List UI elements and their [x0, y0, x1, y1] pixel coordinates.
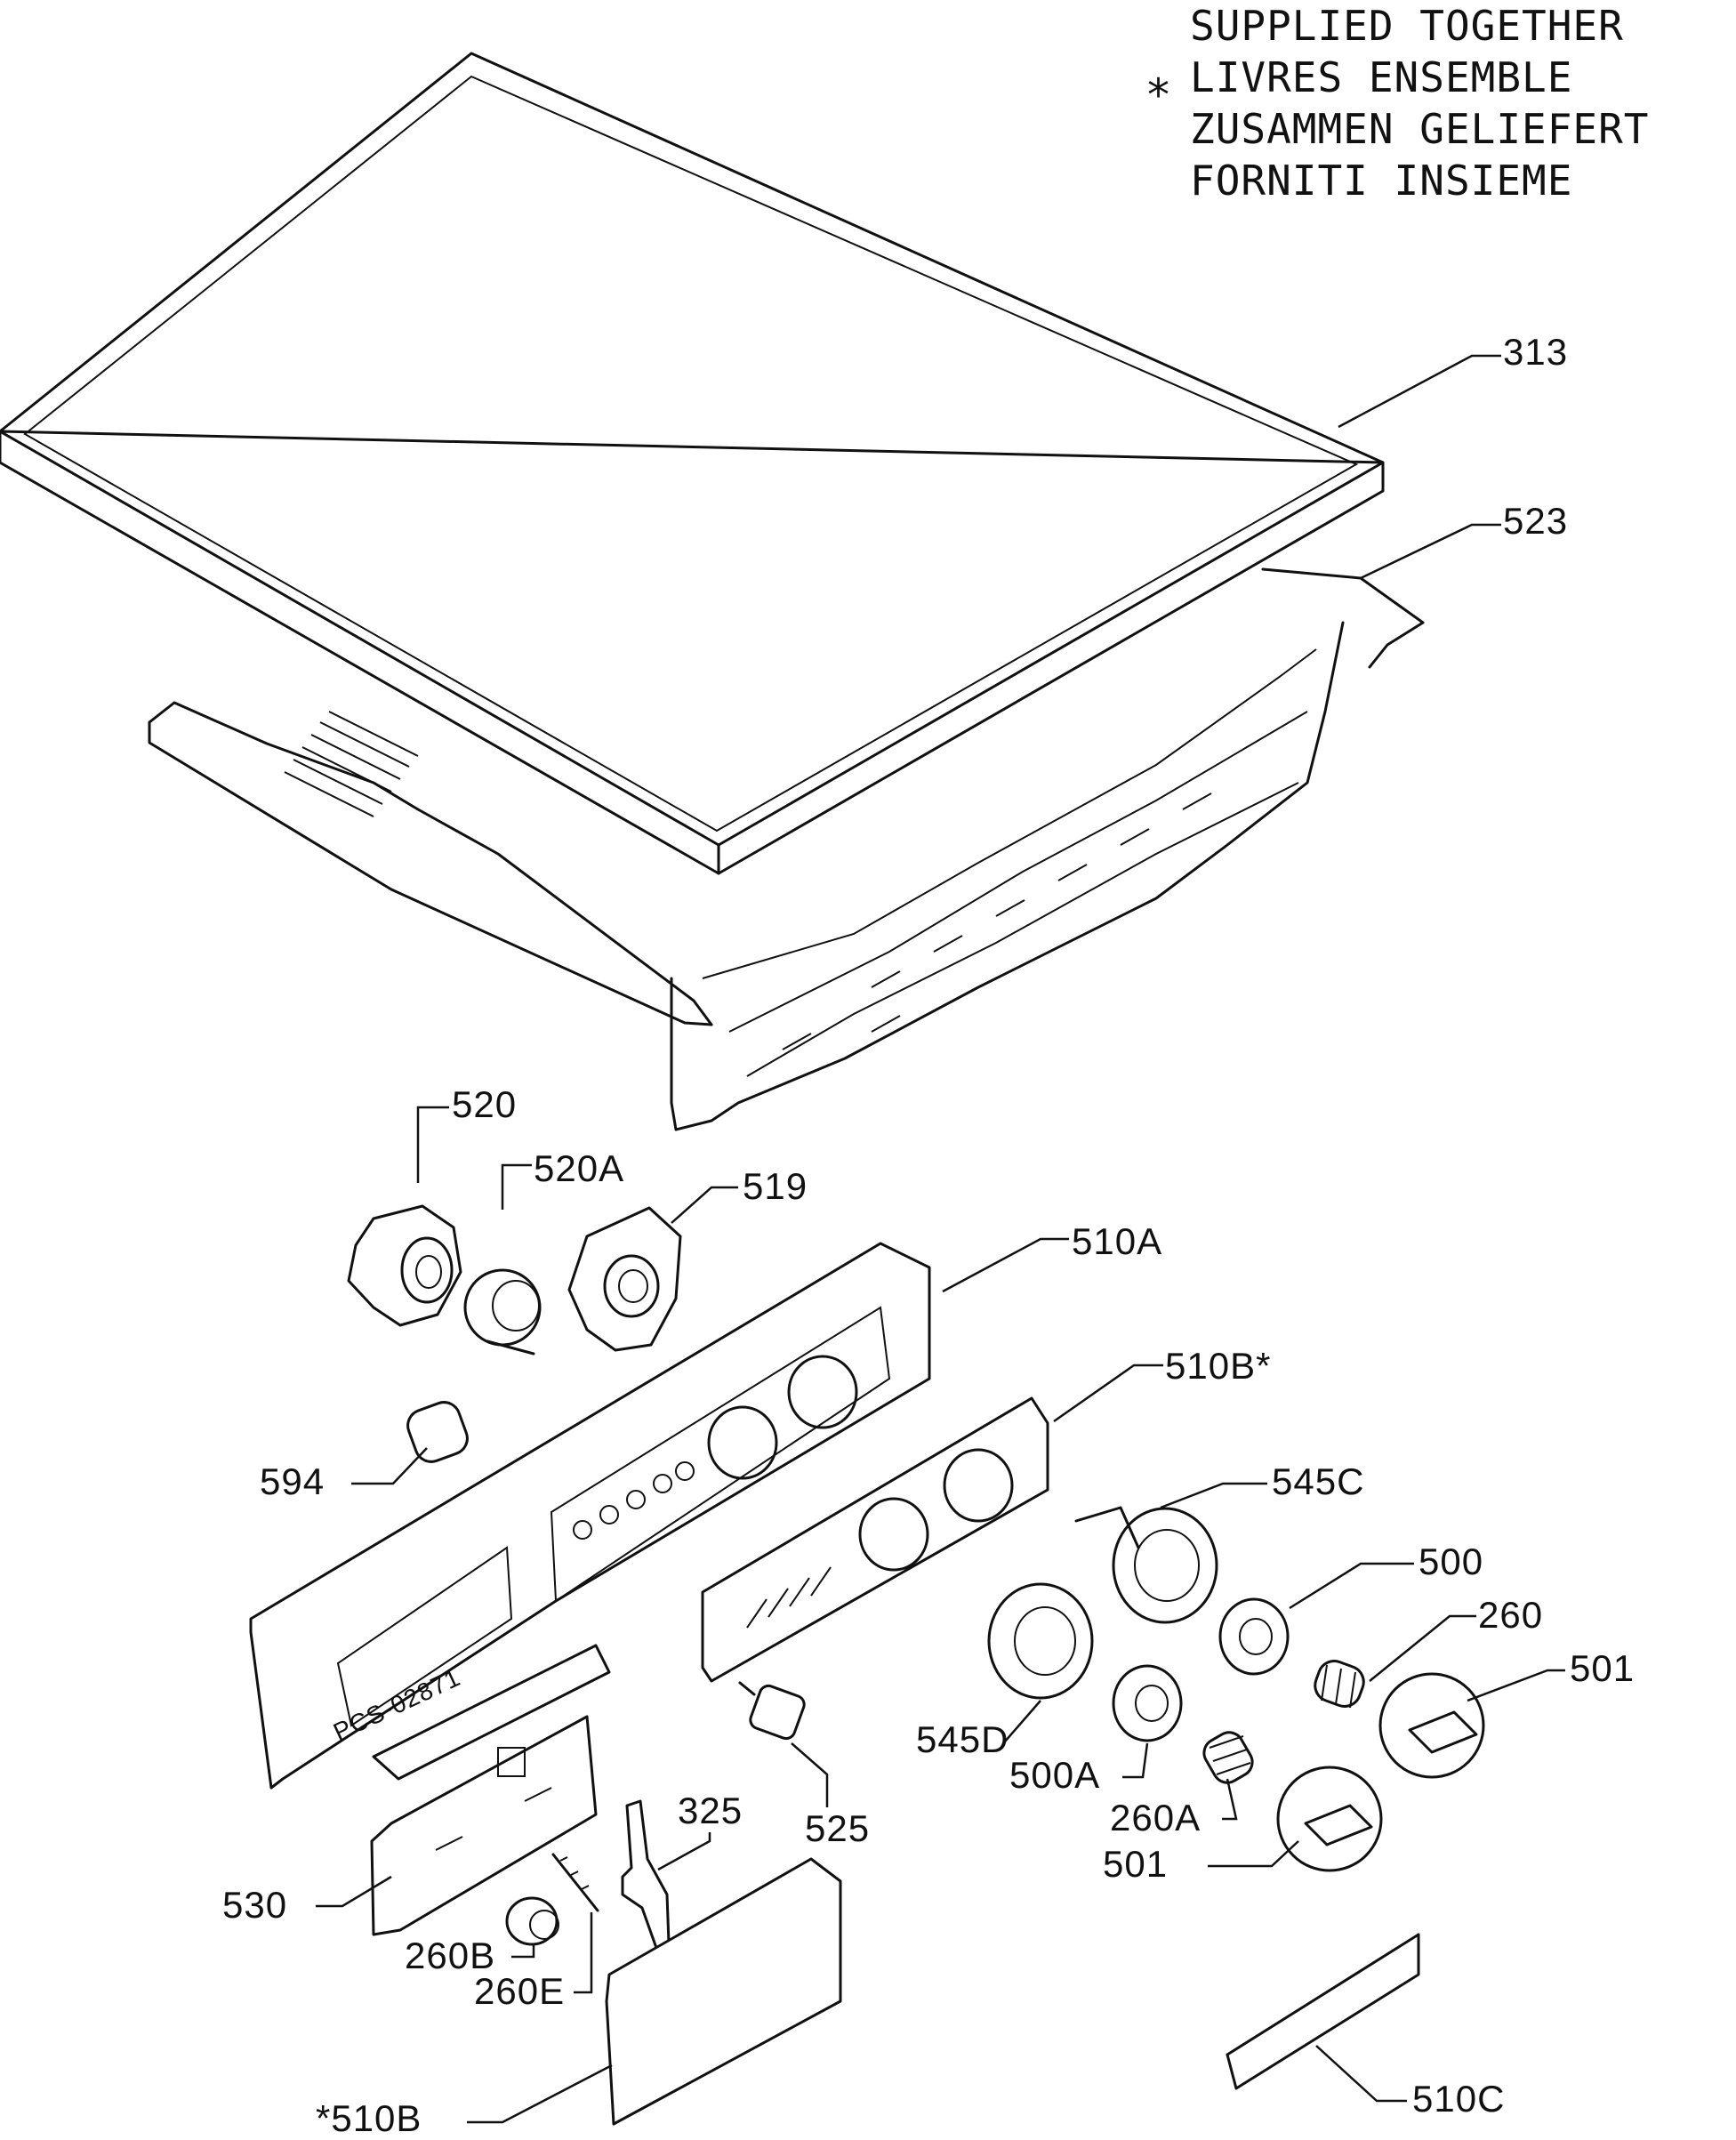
cam-519: [567, 1206, 682, 1352]
spring-260E: [551, 1853, 599, 1912]
label-260A: 260A: [1110, 1797, 1202, 1838]
housing-530: [370, 1644, 611, 1936]
label-260E: 260E: [474, 1970, 566, 2012]
label-525: 525: [805, 1807, 871, 1849]
front-panel-510A: [249, 1242, 931, 1790]
label-520A: 520A: [534, 1147, 625, 1189]
lever-325: [621, 1799, 671, 1950]
spring-260A: [1202, 1731, 1254, 1784]
note-line-fr: LIVRES ENSEMBLE: [1190, 53, 1573, 101]
label-325: 325: [678, 1790, 743, 1831]
spring-260B: [505, 1896, 559, 1946]
label-260B: 260B: [405, 1935, 496, 1976]
bush-520A: [463, 1268, 542, 1356]
button-525: [738, 1681, 806, 1741]
supplied-together-note: SUPPLIED TOGETHER LIVRES ENSEMBLE ZUSAMM…: [1190, 0, 1650, 206]
plate-510C: [1226, 1933, 1420, 2090]
knob-501-right: [1378, 1672, 1485, 1779]
label-510B-star: 510B*: [1165, 1345, 1272, 1387]
bush-545D: [987, 1582, 1094, 1700]
label-545C: 545C: [1272, 1460, 1365, 1502]
cover-plate-510B: [605, 1857, 842, 2126]
label-510A: 510A: [1072, 1220, 1163, 1262]
label-530: 530: [222, 1884, 288, 1926]
label-510C: 510C: [1412, 2078, 1506, 2120]
label-594: 594: [260, 1460, 326, 1502]
note-line-it: FORNITI INSIEME: [1190, 157, 1573, 205]
leader-lines: [316, 354, 1565, 2124]
label-500: 500: [1419, 1541, 1484, 1582]
spring-260: [1314, 1660, 1365, 1709]
bush-545C: [1074, 1506, 1218, 1624]
label-519: 519: [743, 1165, 808, 1207]
label-501-right: 501: [1570, 1647, 1636, 1689]
label-313: 313: [1503, 331, 1569, 373]
adaptor-500: [1218, 1597, 1290, 1676]
adaptor-500A: [1112, 1664, 1183, 1742]
label-510B-front: *510B: [316, 2097, 422, 2139]
note-line-de: ZUSAMMEN GELIEFERT: [1190, 105, 1650, 153]
label-500A: 500A: [1009, 1754, 1101, 1796]
label-260: 260: [1478, 1594, 1544, 1636]
label-520: 520: [452, 1083, 518, 1125]
selector-holder-520: [347, 1204, 462, 1327]
light-guide-594: [406, 1401, 469, 1463]
top-cover-313: [0, 52, 1385, 875]
label-501-left: 501: [1103, 1843, 1169, 1885]
label-523: 523: [1503, 500, 1569, 542]
frame-523: [148, 567, 1425, 1131]
label-545D: 545D: [916, 1718, 1009, 1760]
decor-plate-510B-star: [701, 1396, 1049, 1683]
knob-501-left: [1276, 1766, 1383, 1872]
note-asterisk: *: [1147, 69, 1169, 121]
note-line-en: SUPPLIED TOGETHER: [1190, 2, 1624, 50]
